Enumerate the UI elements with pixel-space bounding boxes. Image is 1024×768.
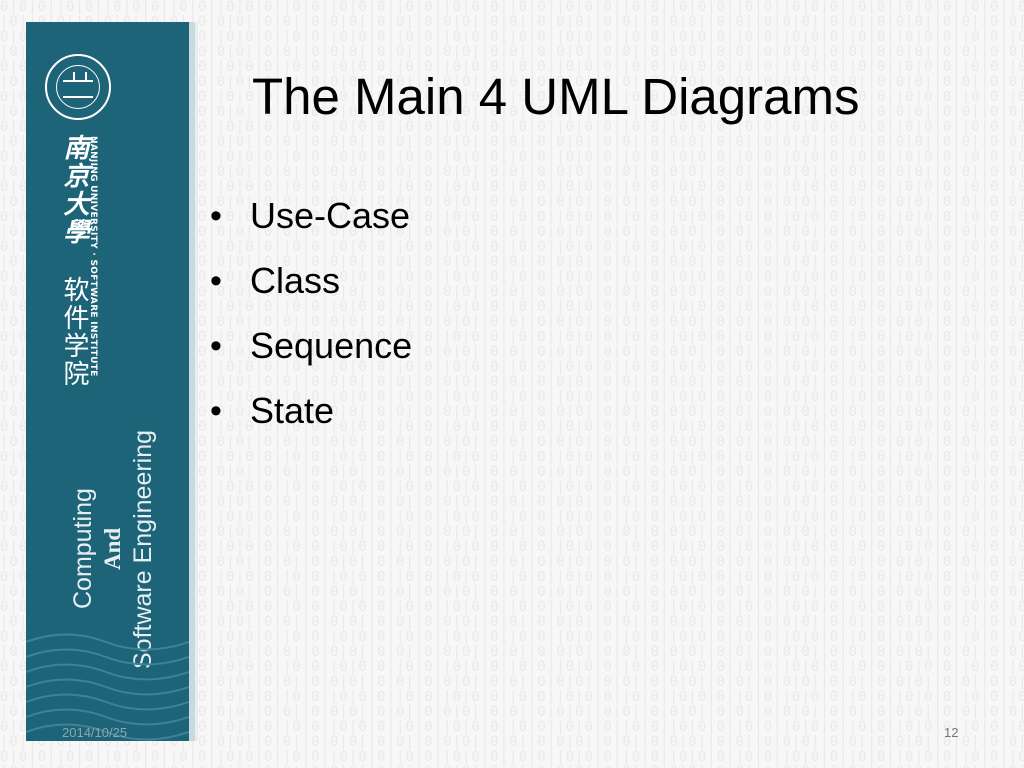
- bullet-list: Use-Case Class Sequence State: [210, 188, 412, 448]
- slide-title: The Main 4 UML Diagrams: [252, 68, 860, 125]
- institute-name-cn: 软件学院: [59, 276, 89, 388]
- university-seal-icon: [45, 54, 111, 120]
- sidebar-banner: 南京大學 软件学院 NANJING UNIVERSITY · SOFTWARE …: [26, 22, 189, 741]
- wave-decoration-icon: [26, 633, 189, 741]
- slide-date: 2014/10/25: [62, 725, 128, 740]
- bullet-item-use-case: Use-Case: [210, 188, 412, 253]
- university-name-cn: 南京大學: [59, 134, 89, 246]
- page-number: 12: [944, 725, 959, 740]
- university-name-en: NANJING UNIVERSITY · SOFTWARE INSTITUTE: [88, 136, 98, 377]
- bullet-item-state: State: [210, 383, 412, 448]
- bullet-item-sequence: Sequence: [210, 318, 412, 383]
- bullet-item-class: Class: [210, 253, 412, 318]
- seal-emblem: [56, 65, 100, 109]
